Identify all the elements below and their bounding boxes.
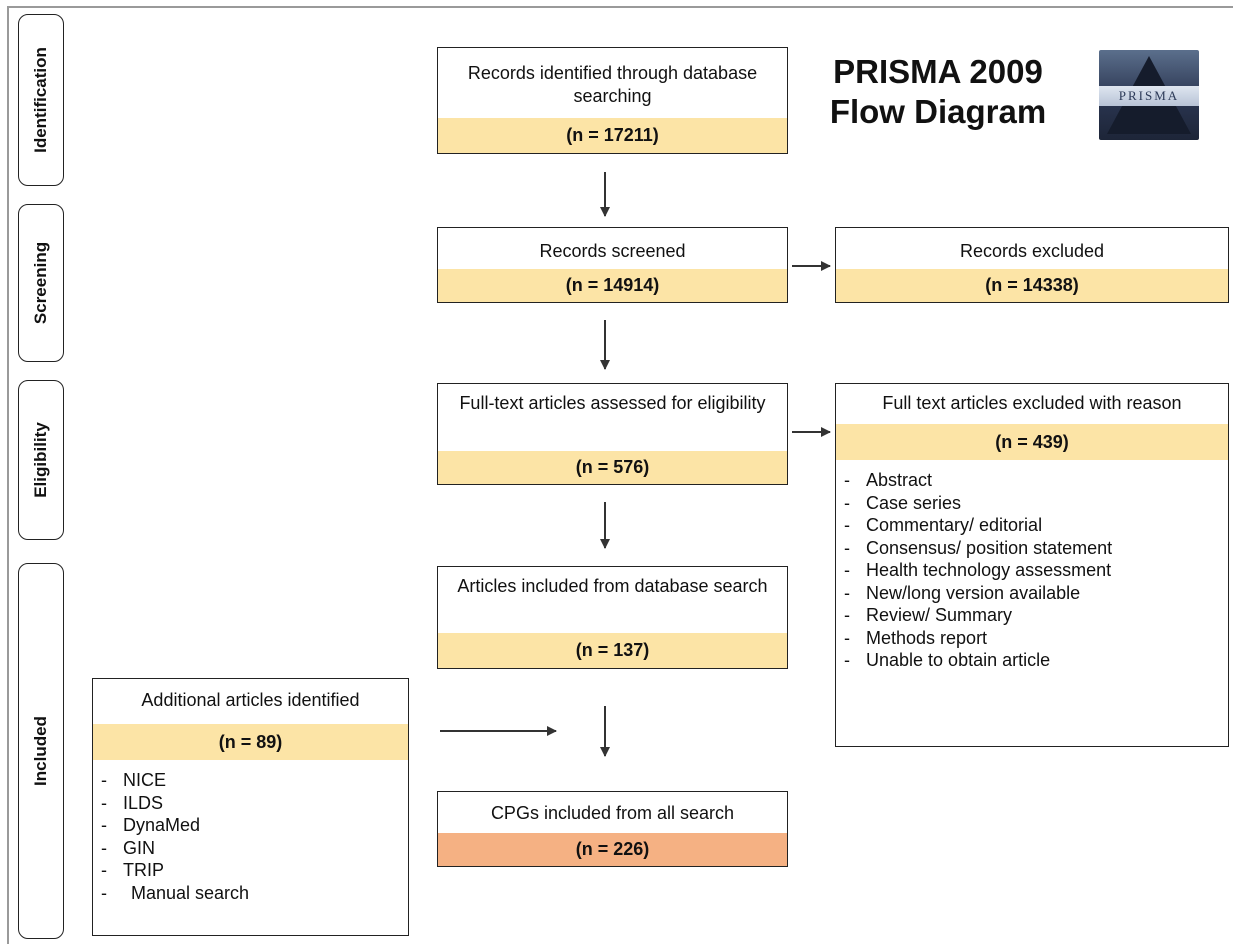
exclusion-reason: Case series (866, 492, 962, 513)
box-records-identified-count: (n = 17211) (438, 118, 787, 153)
list-dash: - (844, 582, 850, 603)
exclusion-reason: Review/ Summary (866, 605, 1013, 625)
box-included-database-count: (n = 137) (438, 633, 787, 668)
box-final-included-count: (n = 226) (438, 833, 787, 866)
list-dash: - (101, 792, 107, 813)
box-final-included: CPGs included from all search (n = 226) (437, 791, 788, 867)
list-dash: - (844, 627, 850, 648)
exclusion-reason-list: -Abstract -Case series -Commentary/ edit… (844, 469, 1112, 672)
list-dash: - (844, 492, 850, 513)
list-item: -GIN (101, 837, 249, 860)
list-item: -Consensus/ position statement (844, 537, 1112, 560)
box-additional-articles: Additional articles identified (n = 89) … (92, 678, 409, 936)
box-records-screened-count: (n = 14914) (438, 269, 787, 302)
list-dash: - (844, 470, 850, 490)
list-item: -NICE (101, 769, 249, 792)
list-item: -Abstract (844, 469, 1112, 492)
source-item: TRIP (123, 860, 165, 880)
box-fulltext-excluded-label: Full text articles excluded with reason (882, 393, 1182, 413)
list-item: -Review/ Summary (844, 604, 1112, 627)
box-fulltext-excluded-count: (n = 439) (836, 424, 1228, 460)
box-fulltext-assessed-label: Full-text articles assessed for eligibil… (459, 393, 766, 413)
logo-wordmark: PRISMA (1099, 86, 1199, 106)
box-included-database-label: Articles included from database search (457, 576, 768, 596)
diagram-title: PRISMA 2009 Flow Diagram (829, 53, 1047, 130)
list-dash: - (844, 515, 850, 535)
box-records-screened: Records screened (n = 14914) (437, 227, 788, 303)
list-dash: - (844, 605, 850, 625)
list-item: -Case series (844, 492, 1112, 515)
list-item: -Methods report (844, 627, 1112, 650)
source-item: GIN (123, 837, 156, 858)
prisma-logo: PRISMA (1099, 50, 1199, 140)
list-item: -New/long version available (844, 582, 1112, 605)
list-dash: - (844, 537, 850, 558)
box-records-identified: Records identified through database sear… (437, 47, 788, 154)
phase-eligibility: Eligibility (18, 380, 64, 540)
list-dash: - (101, 837, 107, 858)
source-item: ILDS (123, 792, 164, 813)
box-additional-articles-label: Additional articles identified (141, 690, 360, 710)
additional-source-list: -NICE -ILDS -DynaMed -GIN -TRIP -Manual … (101, 769, 249, 904)
exclusion-reason: Unable to obtain article (866, 650, 1051, 670)
phase-included: Included (18, 563, 64, 939)
box-final-included-label: CPGs included from all search (490, 803, 735, 823)
list-item: -Health technology assessment (844, 559, 1112, 582)
box-additional-articles-count: (n = 89) (93, 724, 408, 760)
box-fulltext-assessed-count: (n = 576) (438, 451, 787, 484)
box-records-excluded-count: (n = 14338) (836, 269, 1228, 302)
box-records-screened-label: Records screened (539, 241, 686, 261)
box-records-excluded: Records excluded (n = 14338) (835, 227, 1229, 303)
exclusion-reason: Abstract (866, 470, 933, 490)
exclusion-reason: Consensus/ position statement (866, 537, 1113, 558)
list-item: -Commentary/ editorial (844, 514, 1112, 537)
list-dash: - (101, 860, 107, 880)
list-item: -TRIP (101, 859, 249, 882)
list-dash: - (844, 650, 850, 670)
source-item: Manual search (131, 882, 250, 903)
list-dash: - (101, 770, 107, 790)
list-dash: - (101, 815, 107, 835)
exclusion-reason: New/long version available (866, 582, 1081, 603)
box-fulltext-excluded: Full text articles excluded with reason … (835, 383, 1229, 747)
box-included-database: Articles included from database search (… (437, 566, 788, 669)
phase-screening: Screening (18, 204, 64, 362)
exclusion-reason: Commentary/ editorial (866, 515, 1043, 535)
box-fulltext-assessed: Full-text articles assessed for eligibil… (437, 383, 788, 485)
source-item: NICE (123, 770, 167, 790)
box-records-identified-label: Records identified through database sear… (467, 63, 758, 106)
list-item: -DynaMed (101, 814, 249, 837)
list-dash: - (101, 882, 107, 903)
list-item: -Unable to obtain article (844, 649, 1112, 672)
list-item: -ILDS (101, 792, 249, 815)
exclusion-reason: Methods report (866, 627, 988, 648)
exclusion-reason: Health technology assessment (866, 560, 1112, 580)
source-item: DynaMed (123, 815, 201, 835)
list-dash: - (844, 560, 850, 580)
list-item: - Manual search (101, 882, 249, 905)
diagram-frame (7, 6, 1233, 944)
phase-identification: Identification (18, 14, 64, 186)
box-records-excluded-label: Records excluded (959, 241, 1105, 261)
